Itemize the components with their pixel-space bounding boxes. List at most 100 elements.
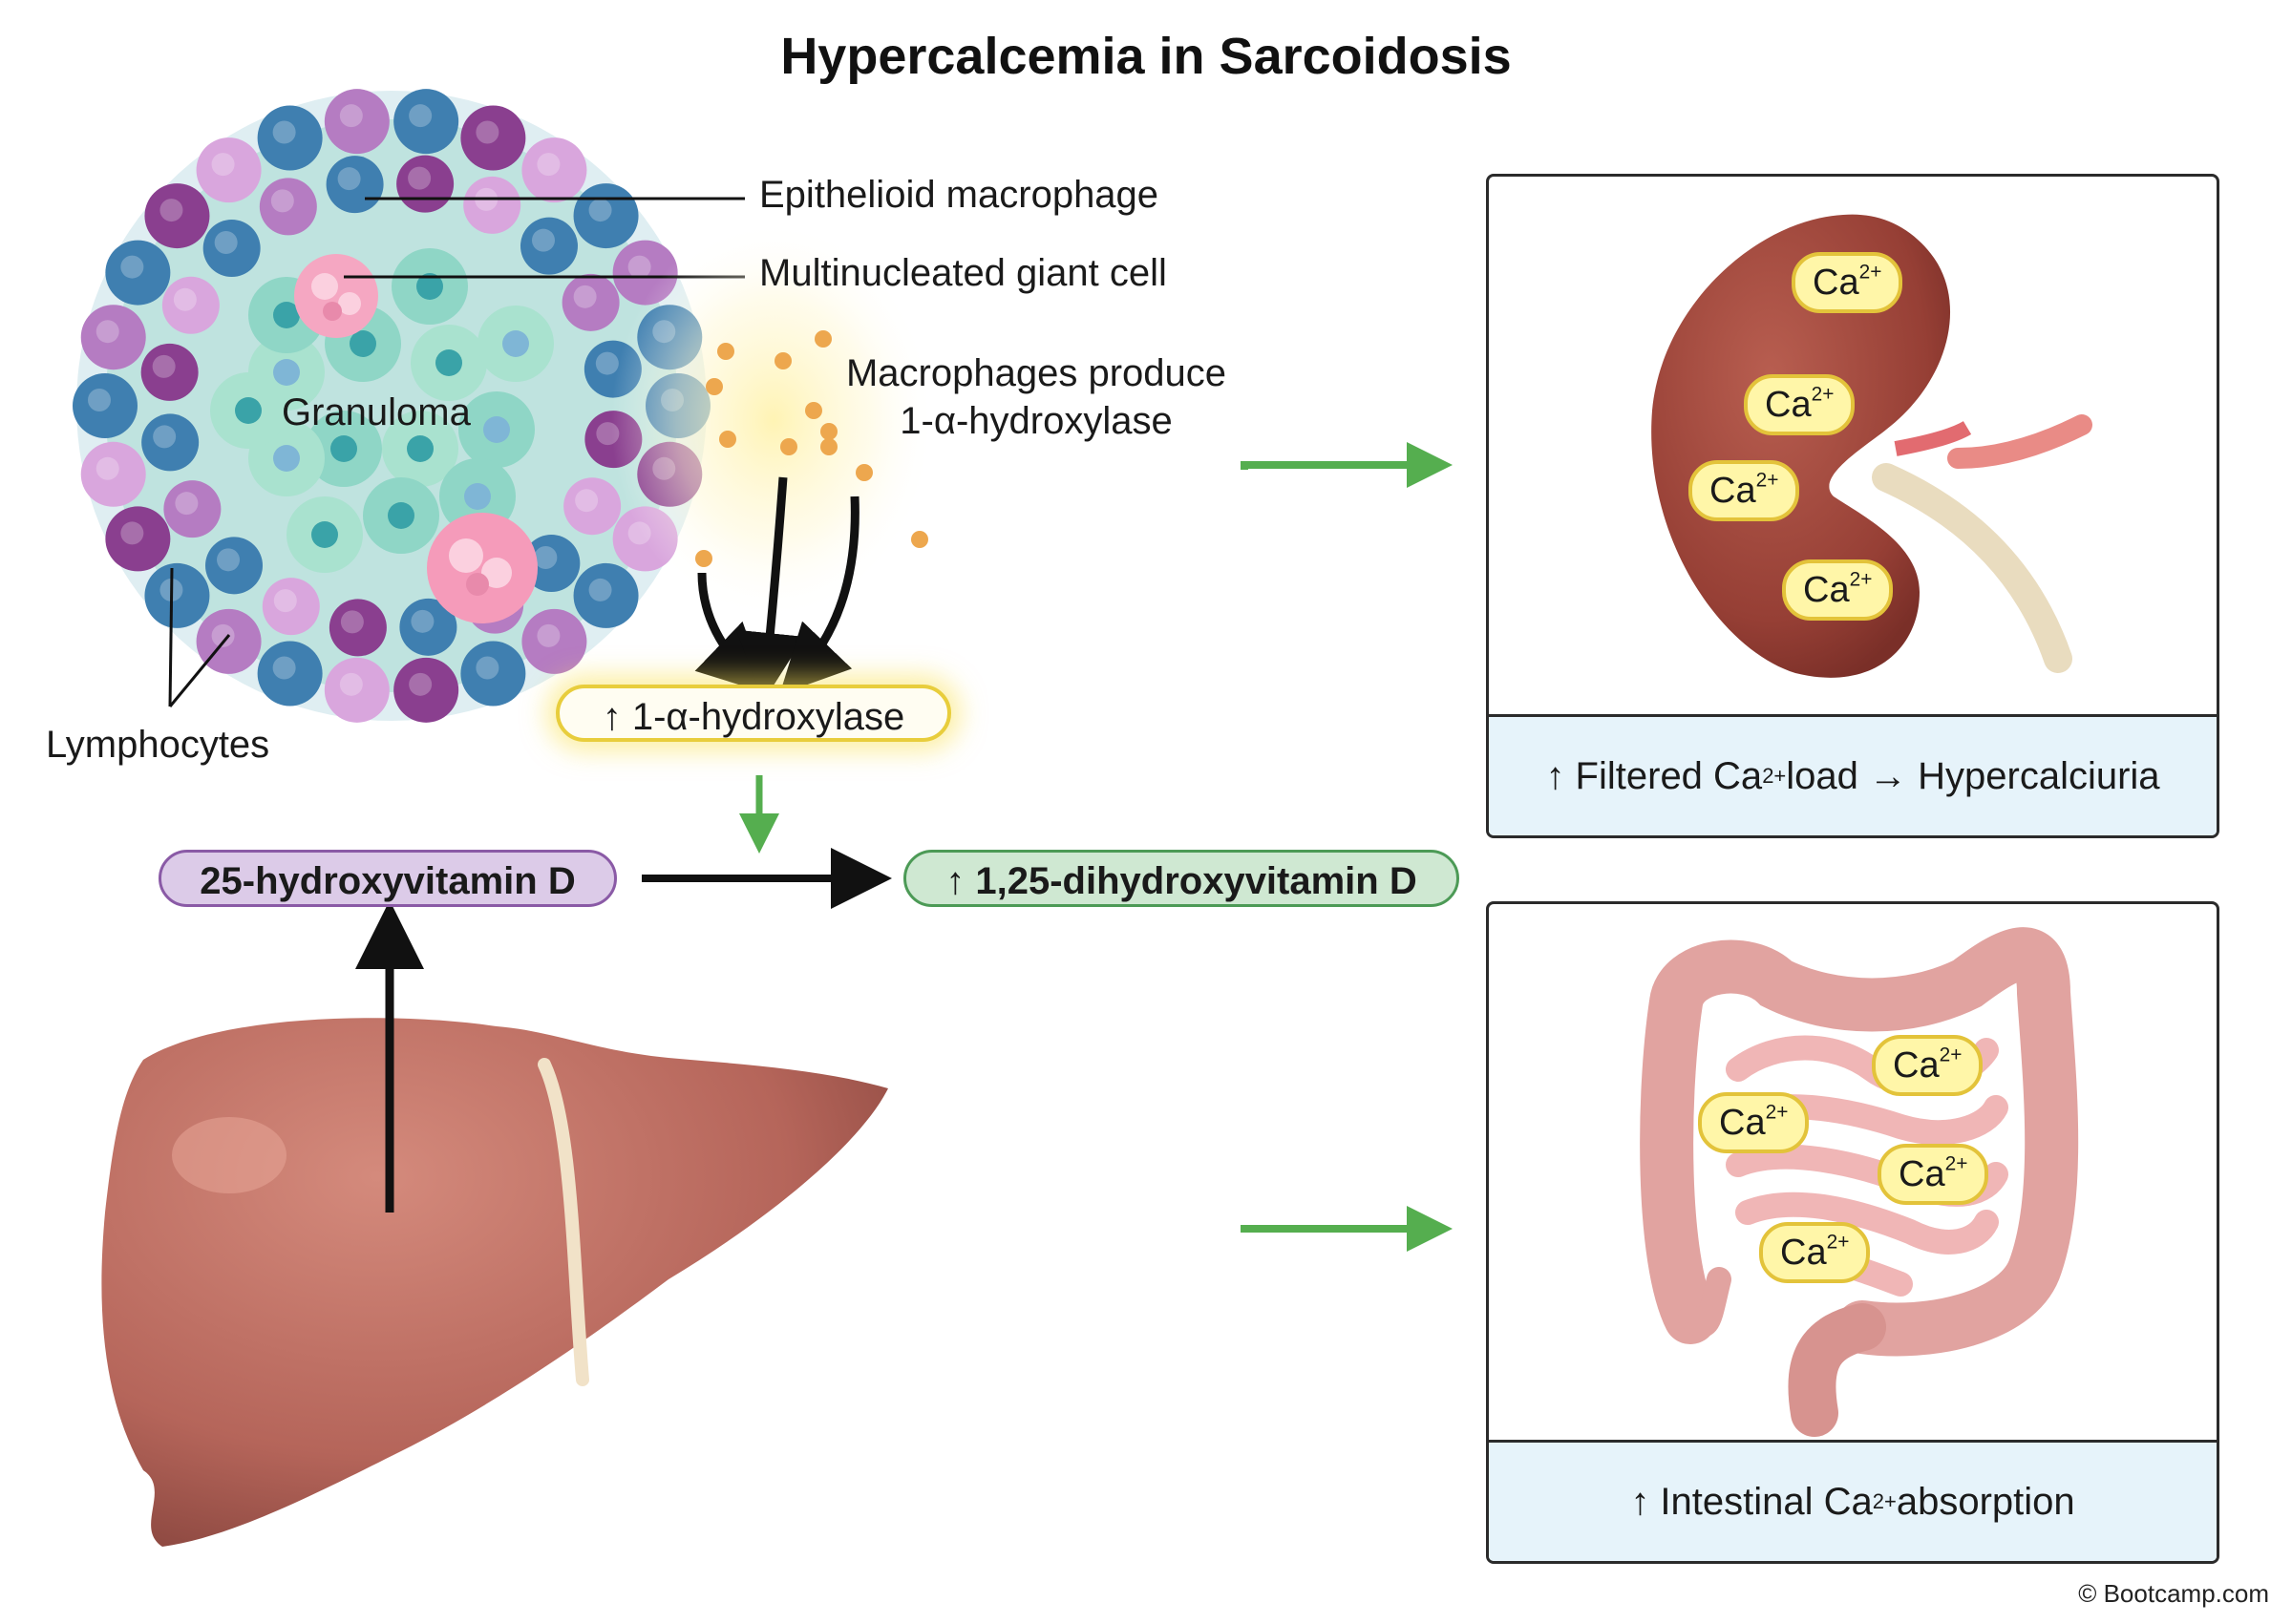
lymphocyte-cell xyxy=(562,273,620,331)
lymphocyte-cell xyxy=(324,657,390,723)
epithelioid-macrophage-label: Epithelioid macrophage xyxy=(759,174,1159,216)
macrophage-nucleus xyxy=(235,397,262,424)
lymphocyte-cell xyxy=(80,441,146,507)
cell-highlight xyxy=(159,199,183,222)
cell-highlight xyxy=(88,389,111,411)
lymphocyte-cell xyxy=(105,240,171,306)
lymphocyte-cell xyxy=(393,657,459,723)
cell-highlight xyxy=(120,521,144,545)
enzyme-dot xyxy=(775,352,792,369)
lymphocyte-cell xyxy=(144,562,210,628)
cell-highlight xyxy=(273,589,297,613)
lymphocyte-cell xyxy=(257,105,323,171)
cell-highlight xyxy=(96,456,119,480)
lymphocyte-cell xyxy=(460,105,526,171)
cell-highlight xyxy=(476,120,499,144)
macrophage-nucleus xyxy=(388,502,414,529)
macrophage-nucleus xyxy=(464,483,491,510)
cell-highlight xyxy=(575,489,599,513)
macrophages-produce-label: Macrophages produce 1-α-hydroxylase xyxy=(845,352,1227,442)
lymphocyte-cell xyxy=(460,641,526,707)
cell-highlight xyxy=(476,656,499,680)
calcium-ion-badge: Ca2+ xyxy=(1759,1222,1871,1283)
cell-highlight xyxy=(627,255,651,279)
macrophage-nucleus xyxy=(407,435,434,462)
cell-highlight xyxy=(211,623,235,647)
enzyme-production-arrows xyxy=(694,476,860,702)
cell-highlight xyxy=(409,672,433,696)
cell-highlight xyxy=(409,104,433,128)
cell-highlight xyxy=(173,287,197,311)
enzyme-dot xyxy=(719,431,736,448)
lymphocyte-cell xyxy=(563,477,622,536)
macrophage-nucleus xyxy=(330,435,357,462)
giant-cell-label: Multinucleated giant cell xyxy=(759,252,1167,294)
macrophage-nucleus xyxy=(435,349,462,376)
cell-highlight xyxy=(411,609,435,633)
cell-highlight xyxy=(534,545,558,569)
lymphocyte-cell xyxy=(161,276,220,334)
macrophage-nucleus xyxy=(502,330,529,357)
lymphocyte-ring xyxy=(73,89,711,723)
cell-highlight xyxy=(588,578,612,601)
cell-highlight xyxy=(340,610,364,634)
cell-highlight xyxy=(211,153,235,177)
lymphocyte-cell xyxy=(105,506,171,572)
macrophage-nucleus xyxy=(311,521,338,548)
calcium-ion-badge: Ca2+ xyxy=(1782,559,1894,621)
lymphocyte-cell xyxy=(163,480,222,538)
calcium-ion-badge: Ca2+ xyxy=(1688,460,1800,521)
lymphocyte-cell xyxy=(80,305,146,370)
lymphocyte-cell xyxy=(196,137,262,203)
lymphocyte-cell xyxy=(324,89,390,155)
granuloma-illustration xyxy=(73,89,711,723)
macrophage-nucleus xyxy=(350,330,376,357)
cell-highlight xyxy=(408,166,432,190)
lymphocyte-cell xyxy=(399,598,457,656)
lymphocyte-cell xyxy=(521,137,587,203)
lymphocyte-cell xyxy=(196,608,262,674)
giant-cell-icon xyxy=(294,254,378,338)
enzyme-dot xyxy=(695,550,712,567)
giant-cell-icon xyxy=(427,513,538,623)
enzyme-dot xyxy=(805,402,822,419)
enzyme-dot xyxy=(815,330,832,348)
enzyme-dot xyxy=(820,438,838,455)
precursor-pill: 25-hydroxyvitamin D xyxy=(159,850,617,907)
cell-highlight xyxy=(588,199,612,222)
macrophage-cluster xyxy=(210,248,554,573)
cell-highlight xyxy=(339,672,363,696)
lymphocyte-cell xyxy=(463,176,521,234)
page-title: Hypercalcemia in Sarcoidosis xyxy=(780,28,1512,85)
lymphocyte-cell xyxy=(205,537,264,595)
lymphocytes-leader-lines xyxy=(168,567,231,707)
enzyme-dot xyxy=(820,423,838,440)
enzyme-dot xyxy=(856,464,873,481)
cell-highlight xyxy=(537,153,561,177)
lymphocyte-cell xyxy=(521,608,587,674)
copyright-text: © Bootcamp.com xyxy=(2078,1579,2269,1608)
lymphocyte-cell xyxy=(259,178,317,236)
cell-highlight xyxy=(120,255,144,279)
cell-highlight xyxy=(531,228,555,252)
lymphocyte-cell xyxy=(393,89,459,155)
lymphocyte-cell xyxy=(202,220,261,278)
enzyme-pill: ↑ 1-α-hydroxylase xyxy=(556,685,951,742)
enzyme-dot xyxy=(911,531,928,548)
lymphocyte-cell xyxy=(144,183,210,249)
macrophage-nucleus xyxy=(273,445,300,472)
cell-highlight xyxy=(339,104,363,128)
cell-highlight xyxy=(214,231,238,255)
enzyme-dot xyxy=(717,343,734,360)
lymphocyte-cell xyxy=(520,217,578,275)
cell-highlight xyxy=(152,354,176,378)
calcium-ion-badge: Ca2+ xyxy=(1744,374,1856,435)
liver-illustration xyxy=(101,1018,889,1547)
macrophage-nucleus xyxy=(483,416,510,443)
lymphocyte-cell xyxy=(257,641,323,707)
active-vitamin-d-pill: ↑ 1,25-dihydroxyvitamin D xyxy=(903,850,1459,907)
